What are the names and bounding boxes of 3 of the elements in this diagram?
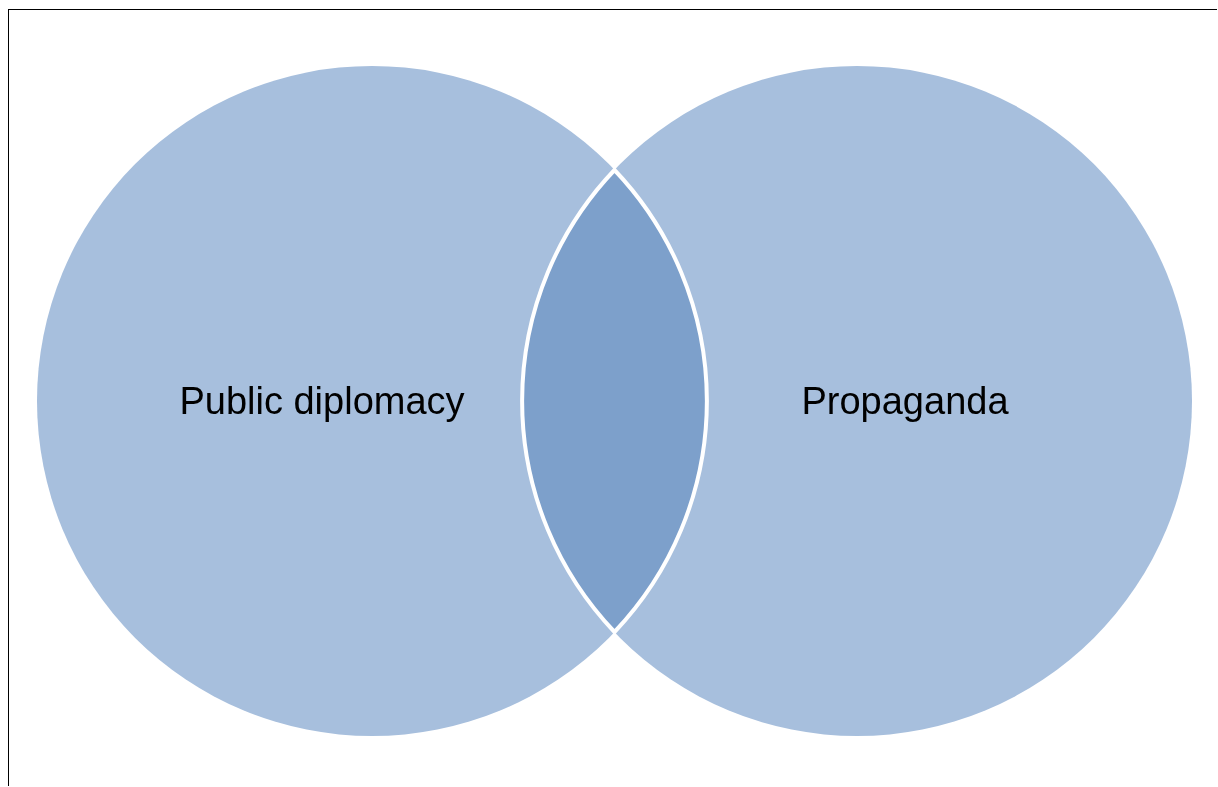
set-label: Public diplomacy [179, 379, 465, 423]
set-label: Propaganda [801, 379, 1009, 423]
overlap-region [520, 168, 709, 634]
